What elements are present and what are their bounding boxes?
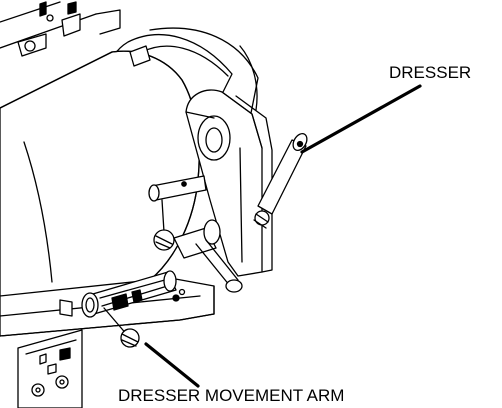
leader-line-dresser bbox=[300, 84, 422, 154]
movement-arm-rod bbox=[59, 270, 186, 348]
callout-dresser: DRESSER bbox=[389, 63, 472, 82]
dresser-handle bbox=[253, 132, 308, 229]
leader-line-movement-arm bbox=[144, 342, 200, 388]
lever-arm bbox=[148, 175, 243, 293]
dresser-bracket bbox=[185, 89, 273, 277]
callout-dresser-movement-arm: DRESSER MOVEMENT ARM bbox=[118, 386, 345, 405]
spindle-housing-cylinder bbox=[0, 50, 200, 301]
control-plate bbox=[17, 329, 83, 408]
leader-lines bbox=[144, 84, 422, 388]
upper-shaft bbox=[0, 1, 151, 67]
